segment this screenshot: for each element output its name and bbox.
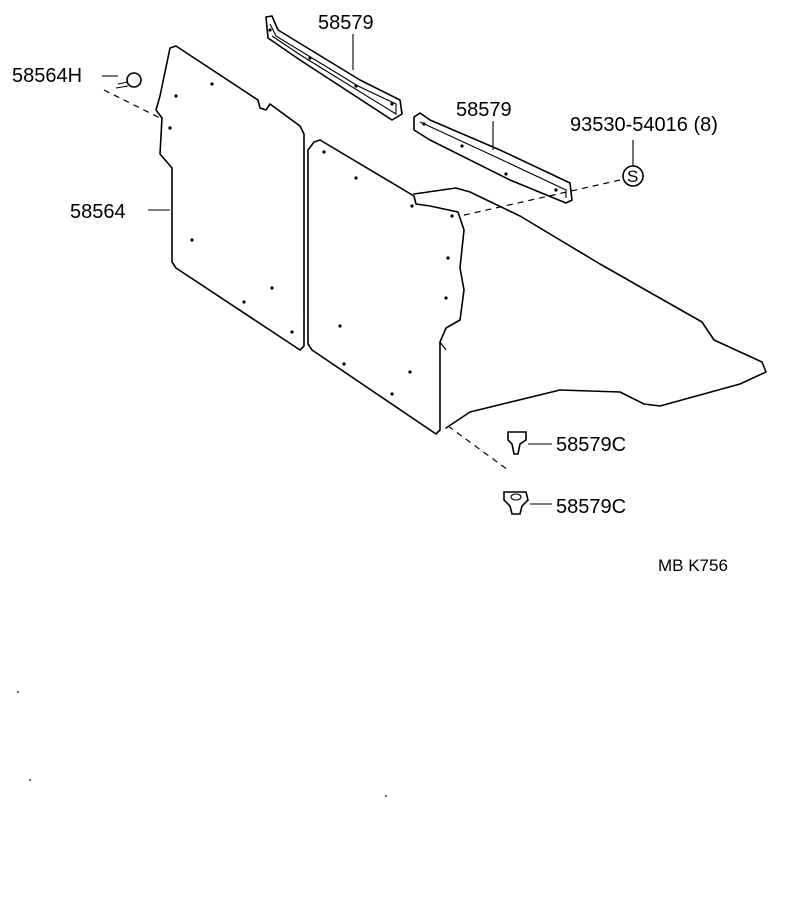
screw-clip-part: S (622, 165, 644, 187)
left-panel-label: 58564 (70, 201, 126, 223)
clip-dashline (447, 425, 509, 471)
upper-strip-label: 58579 (318, 12, 374, 34)
speck (17, 691, 19, 693)
screw-symbol: S (627, 167, 638, 186)
screw-clip-dashline (459, 179, 621, 217)
lower-strip-part (413, 112, 573, 204)
upper-clip-part (507, 431, 527, 455)
upper-strip-part (265, 15, 403, 121)
hook-part (115, 72, 142, 89)
lower-clip-label: 58579C (556, 496, 626, 518)
hook-dashline (103, 89, 161, 119)
left-panel-part (155, 45, 305, 351)
speck (29, 779, 31, 781)
lower-clip-part (503, 491, 529, 515)
hook-label: 58564H (12, 65, 82, 87)
right-panel-part (307, 139, 767, 435)
speck (385, 795, 387, 797)
diagram-code: MB K756 (658, 556, 728, 575)
lower-strip-label: 58579 (456, 99, 512, 121)
screw-clip-label: 93530-54016 (8) (570, 114, 718, 136)
upper-clip-label: 58579C (556, 434, 626, 456)
